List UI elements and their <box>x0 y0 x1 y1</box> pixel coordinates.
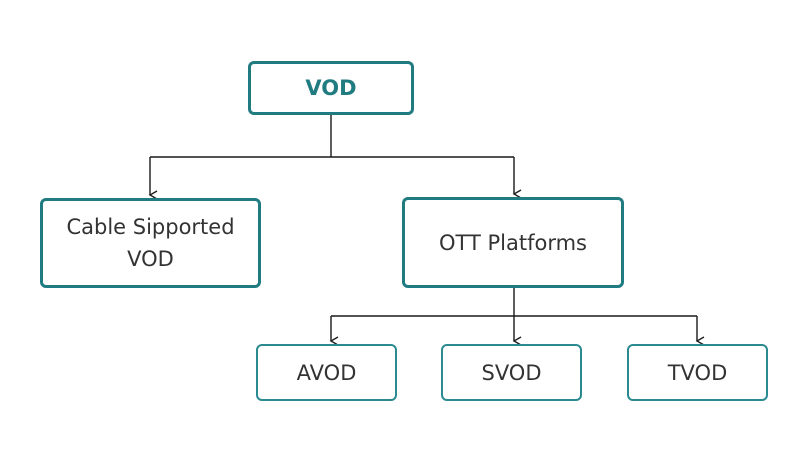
node-cable-supported-vod: Cable Sipported VOD <box>40 198 261 288</box>
node-svod-label: SVOD <box>481 360 542 385</box>
node-vod-label: VOD <box>305 76 357 100</box>
node-cable-supported-vod-label: Cable Sipported VOD <box>66 215 235 271</box>
node-ott-platforms-label: OTT Platforms <box>439 230 587 255</box>
node-tvod-label: TVOD <box>667 360 728 385</box>
node-avod-label: AVOD <box>296 360 357 385</box>
node-tvod: TVOD <box>627 344 768 401</box>
node-vod: VOD <box>248 61 414 115</box>
node-avod: AVOD <box>256 344 397 401</box>
node-svod: SVOD <box>441 344 582 401</box>
node-ott-platforms: OTT Platforms <box>402 197 624 288</box>
